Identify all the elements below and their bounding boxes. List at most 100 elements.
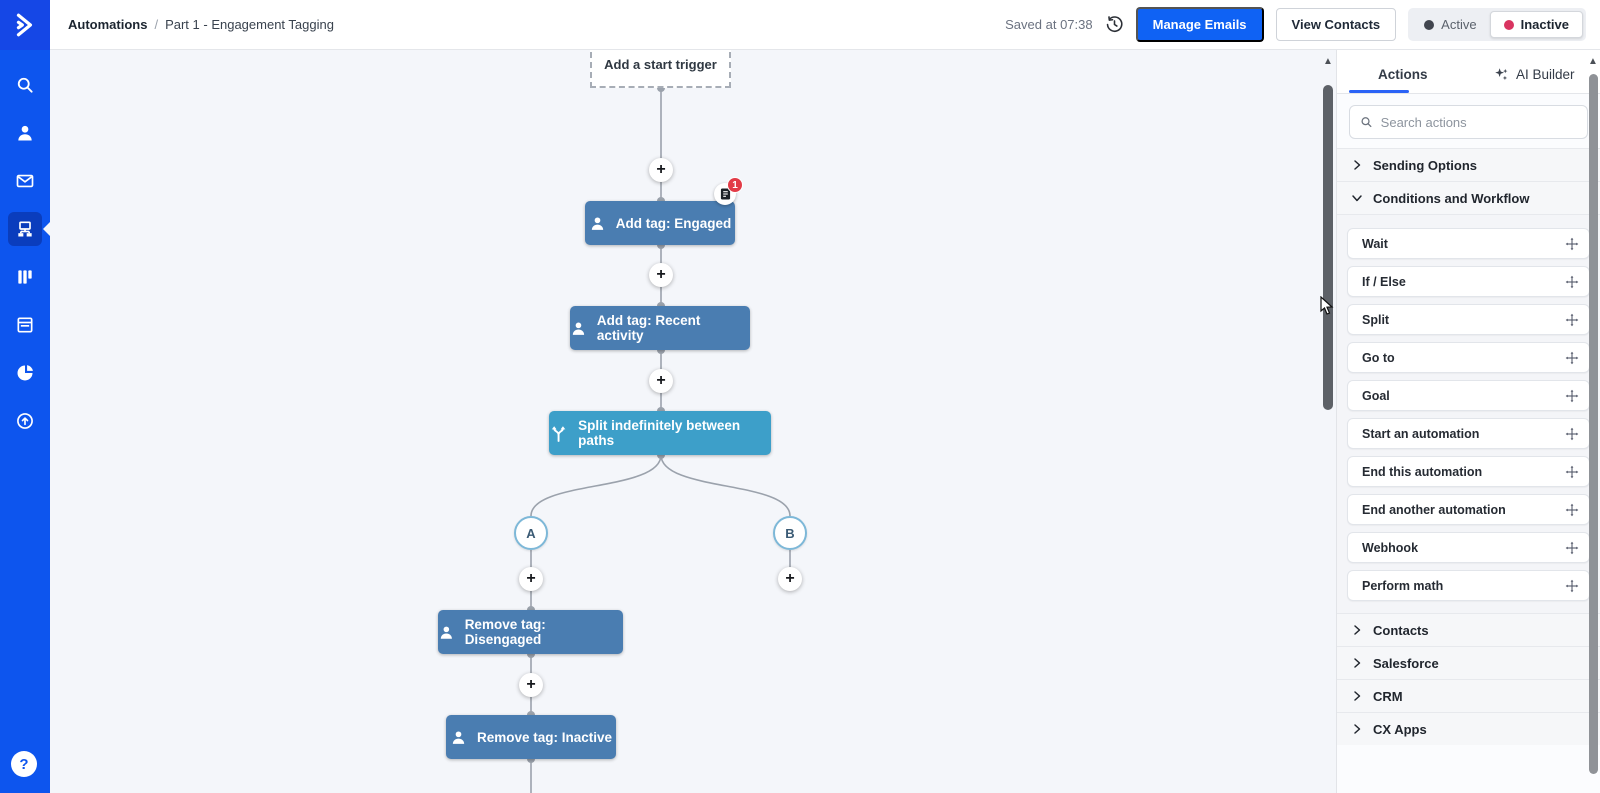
action-item-label: Split	[1362, 312, 1390, 327]
status-option-inactive[interactable]: Inactive	[1489, 11, 1583, 38]
node-note-badge[interactable]: 1	[714, 177, 743, 205]
node-label: Remove tag: Inactive	[476, 729, 613, 745]
scroll-up-arrow-icon[interactable]: ▲	[1588, 56, 1598, 67]
drag-move-icon[interactable]	[1565, 503, 1579, 517]
add-action-plus-button[interactable]: +	[778, 567, 802, 591]
add-action-plus-button[interactable]: +	[649, 158, 673, 182]
revision-history-icon[interactable]	[1105, 15, 1124, 34]
node-label: Remove tag: Disengaged	[464, 617, 546, 647]
section-sending-options[interactable]: Sending Options	[1337, 148, 1600, 181]
branch-a[interactable]: A	[514, 516, 548, 550]
search-actions-input[interactable]	[1380, 114, 1577, 130]
add-action-plus-button[interactable]: +	[519, 673, 543, 697]
drag-move-icon[interactable]	[1565, 275, 1579, 289]
section-cx-apps[interactable]: CX Apps	[1337, 712, 1600, 745]
section-label: CX Apps	[1373, 721, 1427, 737]
manage-emails-button[interactable]: Manage Emails	[1135, 7, 1264, 42]
tab-ai-builder-label: AI Builder	[1515, 67, 1575, 82]
drag-move-icon[interactable]	[1565, 389, 1579, 403]
contacts-icon	[18, 125, 32, 141]
drag-move-icon[interactable]	[1565, 351, 1579, 365]
action-item-label: End this automation	[1362, 464, 1483, 479]
panel-scrollbar: ▲	[1587, 50, 1599, 793]
contact-icon	[452, 730, 465, 744]
tab-ai-builder[interactable]: AI Builder	[1469, 58, 1600, 93]
action-item[interactable]: Goal	[1347, 380, 1590, 411]
mouse-cursor	[1320, 296, 1334, 315]
add-action-plus-button[interactable]: +	[649, 369, 673, 393]
node-add-tag-engaged[interactable]: Add tag: Engaged	[585, 201, 735, 245]
status-option-active[interactable]: Active	[1411, 12, 1489, 37]
node-remove-tag-disengaged[interactable]: Remove tag: Disengaged	[438, 610, 623, 654]
node-split-paths[interactable]: Split indefinitely between paths	[549, 411, 771, 455]
action-item[interactable]: End another automation	[1347, 494, 1590, 525]
breadcrumb-separator: /	[154, 17, 159, 32]
sidebar-item-upgrade[interactable]	[8, 404, 42, 438]
left-navigation-rail: ?	[0, 0, 50, 793]
action-item-label: Perform math	[1362, 578, 1444, 593]
note-count: 1	[727, 177, 743, 193]
drag-move-icon[interactable]	[1565, 579, 1579, 593]
scroll-up-arrow-icon[interactable]: ▲	[1323, 56, 1333, 67]
action-item[interactable]: Wait	[1347, 228, 1590, 259]
saved-status: Saved at 07:38	[1005, 17, 1093, 32]
section-label: Salesforce	[1373, 655, 1439, 671]
sparkles-icon	[1495, 68, 1508, 81]
view-contacts-button[interactable]: View Contacts	[1275, 8, 1397, 41]
drag-move-icon[interactable]	[1565, 427, 1579, 441]
drag-move-icon[interactable]	[1565, 313, 1579, 327]
section-salesforce[interactable]: Salesforce	[1337, 646, 1600, 679]
action-item[interactable]: If / Else	[1347, 266, 1590, 297]
sidebar-item-reports[interactable]	[8, 356, 42, 390]
section-crm[interactable]: CRM	[1337, 679, 1600, 712]
section-label: Contacts	[1373, 622, 1429, 638]
action-item[interactable]: Webhook	[1347, 532, 1590, 563]
inactive-status-dot	[1503, 19, 1514, 30]
section-conditions-workflow[interactable]: Conditions and Workflow	[1337, 181, 1600, 214]
split-icon	[551, 426, 566, 442]
add-start-trigger[interactable]: Add a start trigger	[590, 50, 731, 88]
node-remove-tag-inactive[interactable]: Remove tag: Inactive	[446, 715, 616, 759]
upgrade-icon	[17, 413, 33, 429]
help-icon[interactable]: ?	[11, 751, 37, 777]
drag-move-icon[interactable]	[1565, 541, 1579, 555]
action-item[interactable]: Perform math	[1347, 570, 1590, 601]
top-bar: Automations / Part 1 - Engagement Taggin…	[50, 0, 1600, 50]
section-label: Conditions and Workflow	[1373, 190, 1530, 206]
panel-scrollbar-thumb[interactable]	[1589, 74, 1598, 774]
drag-move-icon[interactable]	[1565, 237, 1579, 251]
branch-b[interactable]: B	[773, 516, 807, 550]
node-add-tag-recent-activity[interactable]: Add tag: Recent activity	[570, 306, 750, 350]
sidebar-item-forms[interactable]	[8, 308, 42, 342]
node-label: Add tag: Engaged	[615, 215, 732, 231]
sidebar-item-pipelines[interactable]	[8, 260, 42, 294]
action-item[interactable]: Start an automation	[1347, 418, 1590, 449]
drag-move-icon[interactable]	[1565, 465, 1579, 479]
add-action-plus-button[interactable]: +	[649, 263, 673, 287]
chevron-right-icon	[1351, 657, 1363, 669]
add-action-plus-button[interactable]: +	[519, 567, 543, 591]
action-item[interactable]: Split	[1347, 304, 1590, 335]
search-icon	[17, 77, 33, 93]
sidebar-item-search[interactable]	[8, 68, 42, 102]
section-contacts[interactable]: Contacts	[1337, 613, 1600, 646]
action-item-label: Goal	[1362, 388, 1390, 403]
contact-icon	[572, 322, 585, 335]
panel-tabs: Actions AI Builder	[1337, 50, 1600, 94]
breadcrumb-automations-link[interactable]: Automations	[68, 17, 148, 32]
activecampaign-logo[interactable]	[0, 0, 50, 50]
breadcrumb-current-automation: Part 1 - Engagement Tagging	[165, 17, 334, 32]
sidebar-item-contacts[interactable]	[8, 116, 42, 150]
section-label: CRM	[1373, 688, 1403, 704]
forms-icon	[17, 317, 33, 333]
active-status-label: Active	[1441, 17, 1477, 32]
action-item-label: Go to	[1362, 350, 1395, 365]
action-item[interactable]: End this automation	[1347, 456, 1590, 487]
sidebar-item-email[interactable]	[8, 164, 42, 198]
tab-actions[interactable]: Actions	[1337, 58, 1469, 93]
canvas-scrollbar-thumb[interactable]	[1323, 85, 1333, 410]
action-item[interactable]: Go to	[1347, 342, 1590, 373]
automation-canvas[interactable]: Add a start trigger + Add tag: Engaged 1…	[50, 50, 1336, 793]
action-item-label: Wait	[1362, 236, 1388, 251]
sidebar-item-automations[interactable]	[8, 212, 50, 246]
